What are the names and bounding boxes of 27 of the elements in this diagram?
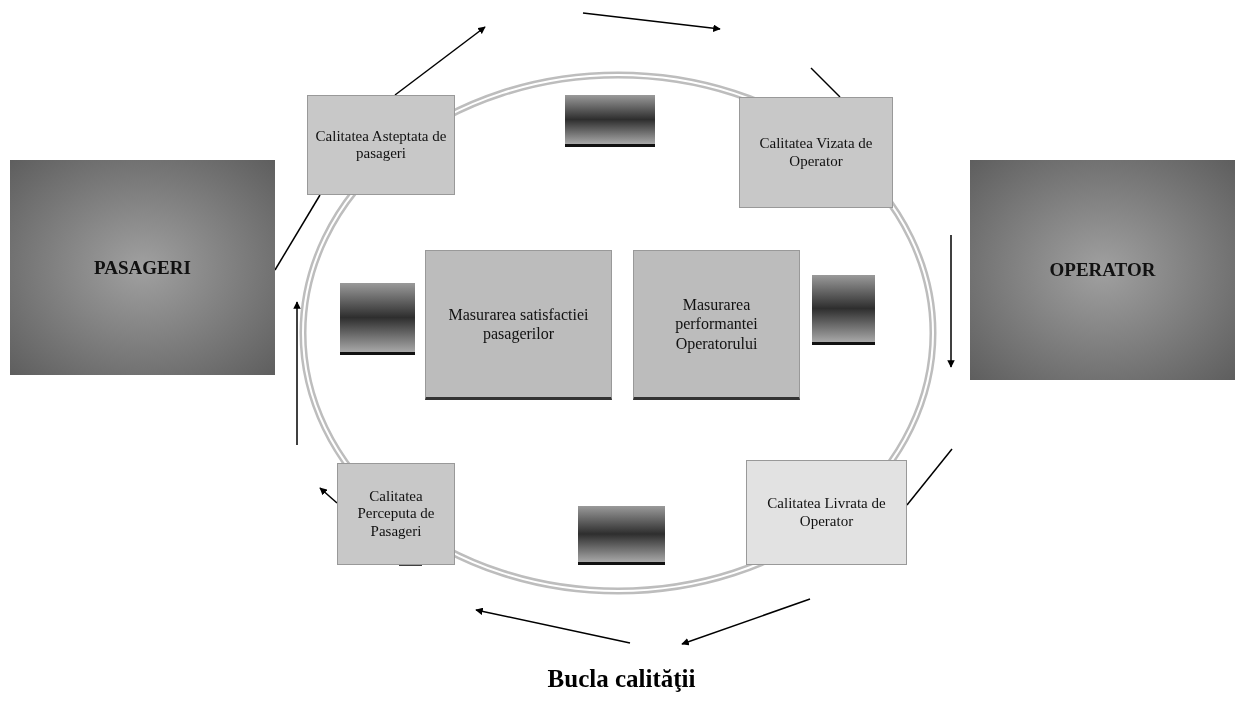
node-label: Calitatea Livrata de Operator bbox=[766, 495, 887, 530]
dark-square bbox=[812, 275, 875, 345]
arrow bbox=[319, 487, 338, 504]
node-label: OPERATOR bbox=[1049, 259, 1156, 281]
connector-line bbox=[398, 564, 423, 566]
connector-line bbox=[810, 67, 841, 98]
actor-panel bbox=[10, 160, 275, 375]
node-label: Masurarea performantei Operatorului bbox=[674, 295, 759, 353]
measure-box bbox=[633, 250, 800, 400]
node-label: Calitatea Asteptata de pasageri bbox=[314, 127, 448, 163]
actor-panel bbox=[970, 160, 1235, 380]
node-label: Calitatea Vizata de Operator bbox=[758, 135, 874, 170]
quality-box bbox=[739, 97, 893, 208]
measure-box bbox=[425, 250, 612, 400]
node-label: PASAGERI bbox=[94, 256, 191, 279]
arrow bbox=[394, 26, 486, 96]
connector-line bbox=[274, 194, 321, 271]
quality-box bbox=[307, 95, 455, 195]
quality-box bbox=[337, 463, 455, 565]
dark-square bbox=[340, 283, 415, 355]
connector-line bbox=[906, 448, 953, 506]
caption: Bucla calităţii bbox=[547, 665, 696, 693]
node-label: Calitatea Perceputa de Pasageri bbox=[356, 488, 436, 540]
node-label: Masurarea satisfactiei pasagerilor bbox=[447, 304, 590, 344]
dark-square bbox=[578, 506, 665, 565]
quality-box bbox=[746, 460, 907, 565]
dark-square bbox=[565, 95, 655, 147]
